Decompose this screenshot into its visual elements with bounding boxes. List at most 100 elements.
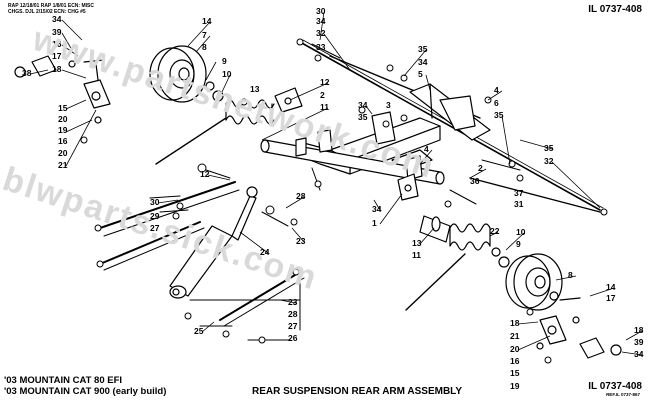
upper-idler-wheel <box>149 45 224 103</box>
part-callout: 33 <box>316 42 326 52</box>
part-callout: 32 <box>544 156 554 166</box>
leader-line <box>365 105 373 115</box>
leader-line <box>419 149 433 165</box>
part-callout: 28 <box>288 309 298 319</box>
part-callout: 13 <box>250 84 260 94</box>
leader-line <box>505 232 525 251</box>
part-callout: 16 <box>58 136 68 146</box>
part-callout: 10 <box>516 227 526 237</box>
part-callout: 27 <box>150 223 160 233</box>
part-callout: 18 <box>510 318 520 328</box>
leader-line <box>379 193 403 225</box>
leader-line <box>403 49 427 77</box>
model-line-2: '03 MOUNTAIN CAT 900 (early build) <box>4 386 167 397</box>
part-callout: 13 <box>412 238 422 248</box>
lower-spring <box>405 223 491 311</box>
part-callout: 11 <box>320 102 329 112</box>
lower-right-hub <box>536 297 622 359</box>
part-callout: 25 <box>194 326 204 336</box>
part-callout: 18 <box>52 64 62 74</box>
part-callout: 7 <box>202 30 207 40</box>
part-callout: 34 <box>52 14 62 24</box>
leader-line <box>373 199 381 211</box>
part-callout: 15 <box>58 103 68 113</box>
leader-line <box>65 99 87 110</box>
shock-absorber <box>169 186 258 299</box>
leader-line <box>65 109 97 167</box>
part-callout: 16 <box>52 39 62 49</box>
part-callout: 16 <box>510 356 520 366</box>
leader-line <box>201 321 215 333</box>
part-callout: 12 <box>200 169 210 179</box>
leader-line <box>239 231 269 254</box>
leader-line <box>61 32 73 51</box>
part-callout: 30 <box>150 197 160 207</box>
part-callout: 2 <box>478 163 483 173</box>
leader-line <box>61 44 79 57</box>
leader-line <box>517 335 551 351</box>
leader-line <box>221 74 231 93</box>
part-callout: 20 <box>510 344 520 354</box>
part-callout: 9 <box>222 56 227 66</box>
part-callout: 23 <box>296 236 306 246</box>
part-callout: 5 <box>418 69 423 79</box>
part-callout: 37 <box>514 188 524 198</box>
leader-line <box>285 196 305 209</box>
part-callout: 34 <box>316 16 326 26</box>
pivot-shaft <box>260 139 445 185</box>
linkage-bracket <box>409 83 491 141</box>
part-callout: 21 <box>58 160 68 170</box>
part-callout: 32 <box>316 28 326 38</box>
part-callout: 35 <box>544 143 554 153</box>
part-callout: 34 <box>418 57 428 67</box>
upper-left-hub <box>14 55 111 124</box>
part-callout: 21 <box>510 331 520 341</box>
part-callout: 14 <box>606 282 616 292</box>
part-callout: 12 <box>320 77 330 87</box>
part-callout: 18 <box>634 325 644 335</box>
callout-layer: 3439161718381520191620211478910131221130… <box>22 6 644 391</box>
leader-line <box>319 11 325 41</box>
part-callout: 27 <box>288 321 298 331</box>
part-callout: 23 <box>288 297 298 307</box>
part-callout: 29 <box>150 211 160 221</box>
part-callout: 35 <box>494 110 504 120</box>
part-callout: 17 <box>606 293 616 303</box>
part-callout: 4 <box>424 144 429 154</box>
leader-line <box>65 119 93 133</box>
part-callout: 20 <box>58 148 68 158</box>
leader-line <box>501 115 511 165</box>
leader-line <box>187 21 211 47</box>
part-callout: 39 <box>52 27 62 37</box>
model-line-1: '03 MOUNTAIN CAT 80 EFI <box>4 375 123 386</box>
reference-number: REF.IL 0737-867 <box>606 392 640 397</box>
part-callout: 8 <box>568 270 573 280</box>
part-callout: 11 <box>412 250 421 260</box>
part-callout: 15 <box>510 368 520 378</box>
leader-line <box>489 231 499 237</box>
leader-line <box>519 139 553 150</box>
lower-idler-wheel <box>491 247 563 311</box>
part-callout: 30 <box>316 6 326 16</box>
part-callout: 34 <box>634 349 644 359</box>
part-callout: 34 <box>358 100 368 110</box>
part-callout: 36 <box>470 176 480 186</box>
part-callout: 14 <box>202 16 212 26</box>
bushings <box>295 111 423 181</box>
part-callout: 26 <box>288 333 298 343</box>
leader-line <box>61 69 87 79</box>
leader-line <box>625 330 643 341</box>
leader-line <box>261 107 329 141</box>
illustration-number-bottom: IL 0737-408 <box>588 381 642 392</box>
leader-line <box>195 35 211 53</box>
leader-line <box>207 174 231 181</box>
part-callout: 4 <box>494 85 499 95</box>
part-callout: 35 <box>418 44 428 54</box>
part-callout: 34 <box>372 204 382 214</box>
part-callout: 19 <box>510 381 520 391</box>
part-callout: 20 <box>58 114 68 124</box>
leader-line <box>61 19 83 41</box>
leader-line <box>289 82 329 101</box>
